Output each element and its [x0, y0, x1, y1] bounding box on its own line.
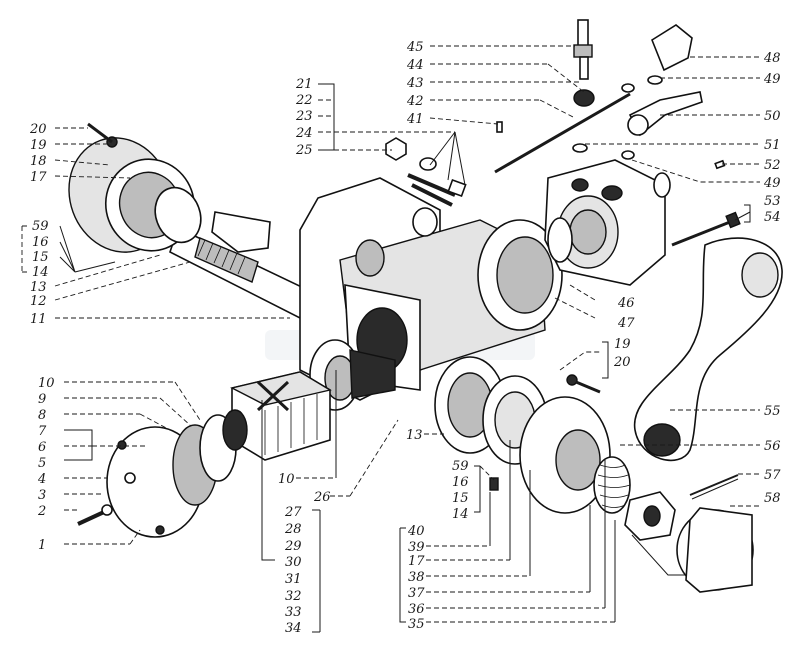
callout-15: 15: [32, 250, 49, 265]
callout-59b: 59: [452, 459, 469, 474]
callout-19b: 19: [614, 337, 631, 352]
callout-49: 49: [763, 72, 781, 87]
cotter-pin: [689, 474, 739, 500]
callout-32: 32: [285, 589, 302, 604]
callout-47: 47: [617, 316, 635, 331]
callout-19: 19: [30, 138, 47, 153]
small-bolt: [566, 374, 601, 394]
callout-55: 55: [764, 404, 781, 419]
steering-gear-housing: [299, 177, 563, 401]
callout-6: 6: [38, 440, 46, 455]
leader-lines: [21, 45, 760, 633]
callout-37: 37: [408, 586, 425, 601]
callout-10: 10: [38, 376, 55, 391]
callout-18: 18: [30, 154, 47, 169]
callout-50: 50: [764, 109, 781, 124]
callout-44: 44: [406, 58, 424, 73]
callout-27: 27: [284, 505, 302, 520]
callout-31: 31: [285, 572, 302, 587]
callout-2: 2: [37, 504, 46, 519]
callout-13b: 13: [406, 428, 423, 443]
callout-51: 51: [764, 138, 781, 153]
callout-15b: 15: [452, 491, 469, 506]
callout-8: 8: [38, 408, 46, 423]
callout-22: 22: [295, 93, 313, 108]
small-key: [489, 477, 499, 491]
callout-14b: 14: [452, 507, 469, 522]
control-valve-body: [544, 159, 671, 286]
callout-7: 7: [38, 424, 47, 439]
callout-49b: 49: [763, 176, 781, 191]
callout-28: 28: [284, 522, 302, 537]
callout-30: 30: [285, 555, 302, 570]
callout-20b: 20: [613, 355, 631, 370]
callout-21: 21: [295, 77, 313, 92]
callout-36: 36: [408, 602, 425, 617]
callout-25: 25: [295, 143, 313, 158]
callout-40: 40: [407, 524, 425, 539]
callout-33: 33: [285, 605, 302, 620]
callout-labels: 20 19 18 17 59 16 15 14 13 12 11 21 22 2…: [29, 40, 781, 636]
callout-26: 26: [313, 490, 331, 505]
callout-23: 23: [295, 109, 313, 124]
front-cover-assembly: [77, 409, 248, 538]
lower-bearing-stack: [434, 356, 611, 514]
callout-52: 52: [764, 158, 781, 173]
callout-56: 56: [764, 439, 781, 454]
callout-35: 35: [408, 617, 425, 632]
callout-59: 59: [32, 219, 49, 234]
nut-and-studs: [385, 137, 467, 207]
callout-39: 39: [408, 540, 425, 555]
callout-14: 14: [32, 265, 49, 280]
callout-17b: 17: [408, 554, 425, 569]
pitman-arm: [633, 237, 783, 462]
callout-42: 42: [406, 94, 424, 109]
callout-3: 3: [38, 488, 46, 503]
callout-13: 13: [30, 280, 47, 295]
callout-17: 17: [30, 170, 47, 185]
callout-11: 11: [30, 312, 47, 327]
callout-4: 4: [37, 472, 46, 487]
callout-24: 24: [295, 126, 313, 141]
callout-58: 58: [764, 491, 781, 506]
callout-20: 20: [29, 122, 47, 137]
callout-38: 38: [408, 570, 425, 585]
callout-46: 46: [617, 296, 635, 311]
callout-16: 16: [32, 235, 49, 250]
side-cover-left: [68, 122, 202, 253]
banjo-bolt-and-fittings: [494, 19, 726, 174]
callout-12: 12: [30, 294, 47, 309]
spring-and-nut: [593, 456, 676, 541]
callout-53: 53: [764, 194, 781, 209]
callout-45: 45: [406, 40, 424, 55]
callout-5: 5: [38, 456, 46, 471]
callout-16b: 16: [452, 475, 469, 490]
callout-29: 29: [284, 539, 302, 554]
rack-piston: [229, 371, 332, 461]
callout-34: 34: [285, 621, 302, 636]
callout-43: 43: [406, 76, 424, 91]
callout-1: 1: [38, 538, 46, 553]
callout-9: 9: [38, 392, 46, 407]
callout-48: 48: [763, 51, 781, 66]
callout-54: 54: [764, 210, 781, 225]
dust-seal: [676, 507, 754, 593]
callout-10b: 10: [278, 472, 295, 487]
callout-57: 57: [764, 468, 781, 483]
callout-41: 41: [406, 112, 424, 127]
